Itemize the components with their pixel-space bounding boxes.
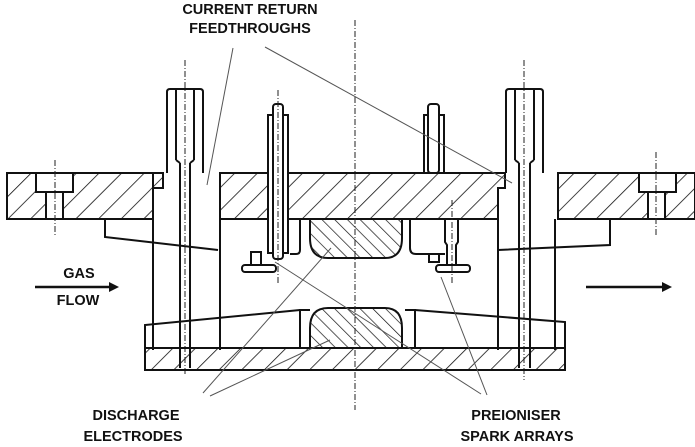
right-flange <box>557 152 695 236</box>
top-discharge-electrode <box>309 218 403 259</box>
bottom-discharge-electrode <box>309 307 403 349</box>
preioniser-label-line2: SPARK ARRAYS <box>460 429 573 445</box>
right-preioniser-pin <box>423 103 471 285</box>
gas-flow-label-line1: GAS <box>63 266 95 282</box>
right-current-return-feedthrough <box>505 60 544 380</box>
discharge-electrodes-label-line1: DISCHARGE <box>92 408 179 424</box>
left-preioniser-pin <box>241 90 289 285</box>
gas-flow-left-arrow <box>35 282 119 292</box>
left-flange <box>6 160 154 235</box>
gas-flow-label-line2: FLOW <box>57 293 100 309</box>
left-current-return-feedthrough <box>166 60 204 375</box>
preioniser-label-line1: PREIONISER <box>471 408 561 424</box>
gas-flow-right-arrow <box>586 282 672 292</box>
leader-lines <box>202 46 513 397</box>
discharge-electrodes-label-line2: ELECTRODES <box>83 429 182 445</box>
current-return-label-line2: FEEDTHROUGHS <box>189 21 311 37</box>
current-return-label-line1: CURRENT RETURN <box>182 2 317 18</box>
